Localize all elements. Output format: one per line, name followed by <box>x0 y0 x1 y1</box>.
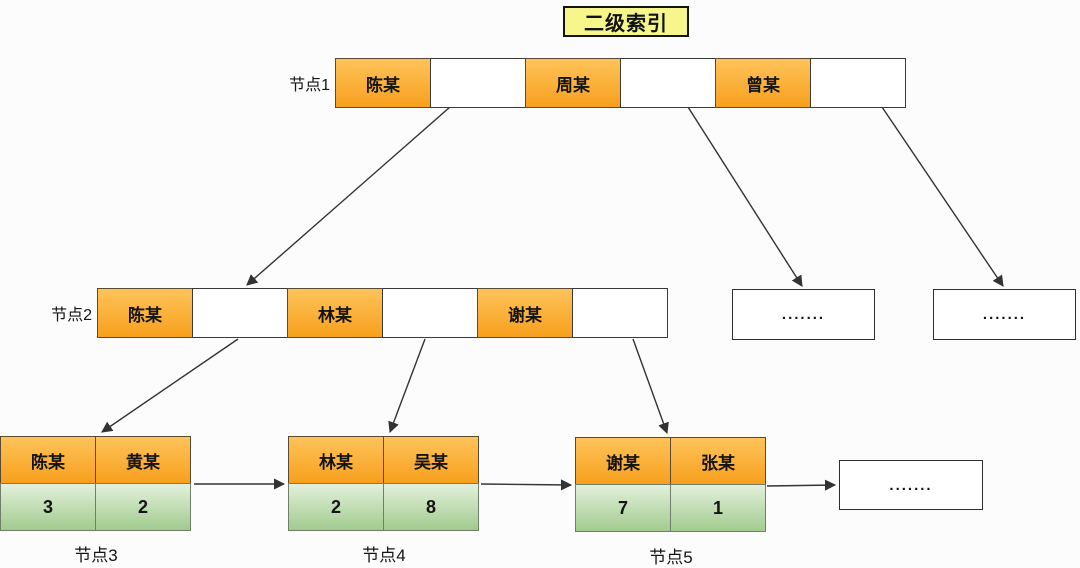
node1: 陈某 周某 曾某 <box>335 58 906 108</box>
arrow-node4-to-node5 <box>480 479 573 491</box>
node2: 陈某 林某 谢某 <box>97 288 668 338</box>
node5-key-cell-1: 张某 <box>670 437 766 485</box>
node1-pointer-cell-0 <box>430 58 526 108</box>
arrow-node2-ptr2-to-node4 <box>388 338 426 434</box>
diagram-title: 二级索引 <box>563 6 689 37</box>
overflow-box-1: ....... <box>732 289 875 340</box>
node1-label: 节点1 <box>289 77 330 94</box>
node3-key-cell-0: 陈某 <box>0 436 96 484</box>
node5-value-cell-0: 7 <box>575 484 671 532</box>
node3-key-cell-1: 黄某 <box>95 436 191 484</box>
node1-pointer-cell-2 <box>810 58 906 108</box>
node5-value-cell-1: 1 <box>670 484 766 532</box>
node3-value-cell-0: 3 <box>0 483 96 531</box>
node4-label: 节点4 <box>362 546 406 565</box>
node1-key-cell-1: 周某 <box>525 58 621 108</box>
node2-key-cell-1: 林某 <box>287 288 383 338</box>
arrow-node1-ptr3-to-overflow-2 <box>881 106 1004 287</box>
node4-value-cell-0: 2 <box>288 483 384 531</box>
node1-key-cell-0: 陈某 <box>335 58 431 108</box>
node1-key-cell-2: 曾某 <box>715 58 811 108</box>
node5-label: 节点5 <box>649 548 693 567</box>
arrow-node5-to-overflow-3 <box>766 479 837 491</box>
overflow-box-3: ....... <box>839 460 983 510</box>
node4-key-cell-0: 林某 <box>288 436 384 484</box>
leaf-node4: 林某 吴某 2 8 <box>288 436 480 531</box>
node2-key-cell-2: 谢某 <box>477 288 573 338</box>
node2-key-cell-0: 陈某 <box>97 288 193 338</box>
leaf-node5: 谢某 张某 7 1 <box>575 437 767 532</box>
arrow-node2-ptr1-to-node3 <box>101 338 239 433</box>
node4-value-cell-1: 8 <box>383 483 479 531</box>
node3-value-cell-1: 2 <box>95 483 191 531</box>
node2-pointer-cell-2 <box>572 288 668 338</box>
arrow-node1-ptr1-to-node2 <box>246 106 451 286</box>
arrow-node1-ptr2-to-overflow-1 <box>687 106 803 287</box>
leaf-node3: 陈某 黄某 3 2 <box>0 436 192 531</box>
node2-pointer-cell-0 <box>192 288 288 338</box>
node4-key-cell-1: 吴某 <box>383 436 479 484</box>
node5-key-cell-0: 谢某 <box>575 437 671 485</box>
overflow-box-2: ....... <box>933 289 1076 340</box>
node3-label: 节点3 <box>74 546 118 565</box>
arrow-node2-ptr3-to-node5 <box>632 338 669 435</box>
node2-label: 节点2 <box>51 307 92 324</box>
node1-pointer-cell-1 <box>620 58 716 108</box>
node2-pointer-cell-1 <box>382 288 478 338</box>
